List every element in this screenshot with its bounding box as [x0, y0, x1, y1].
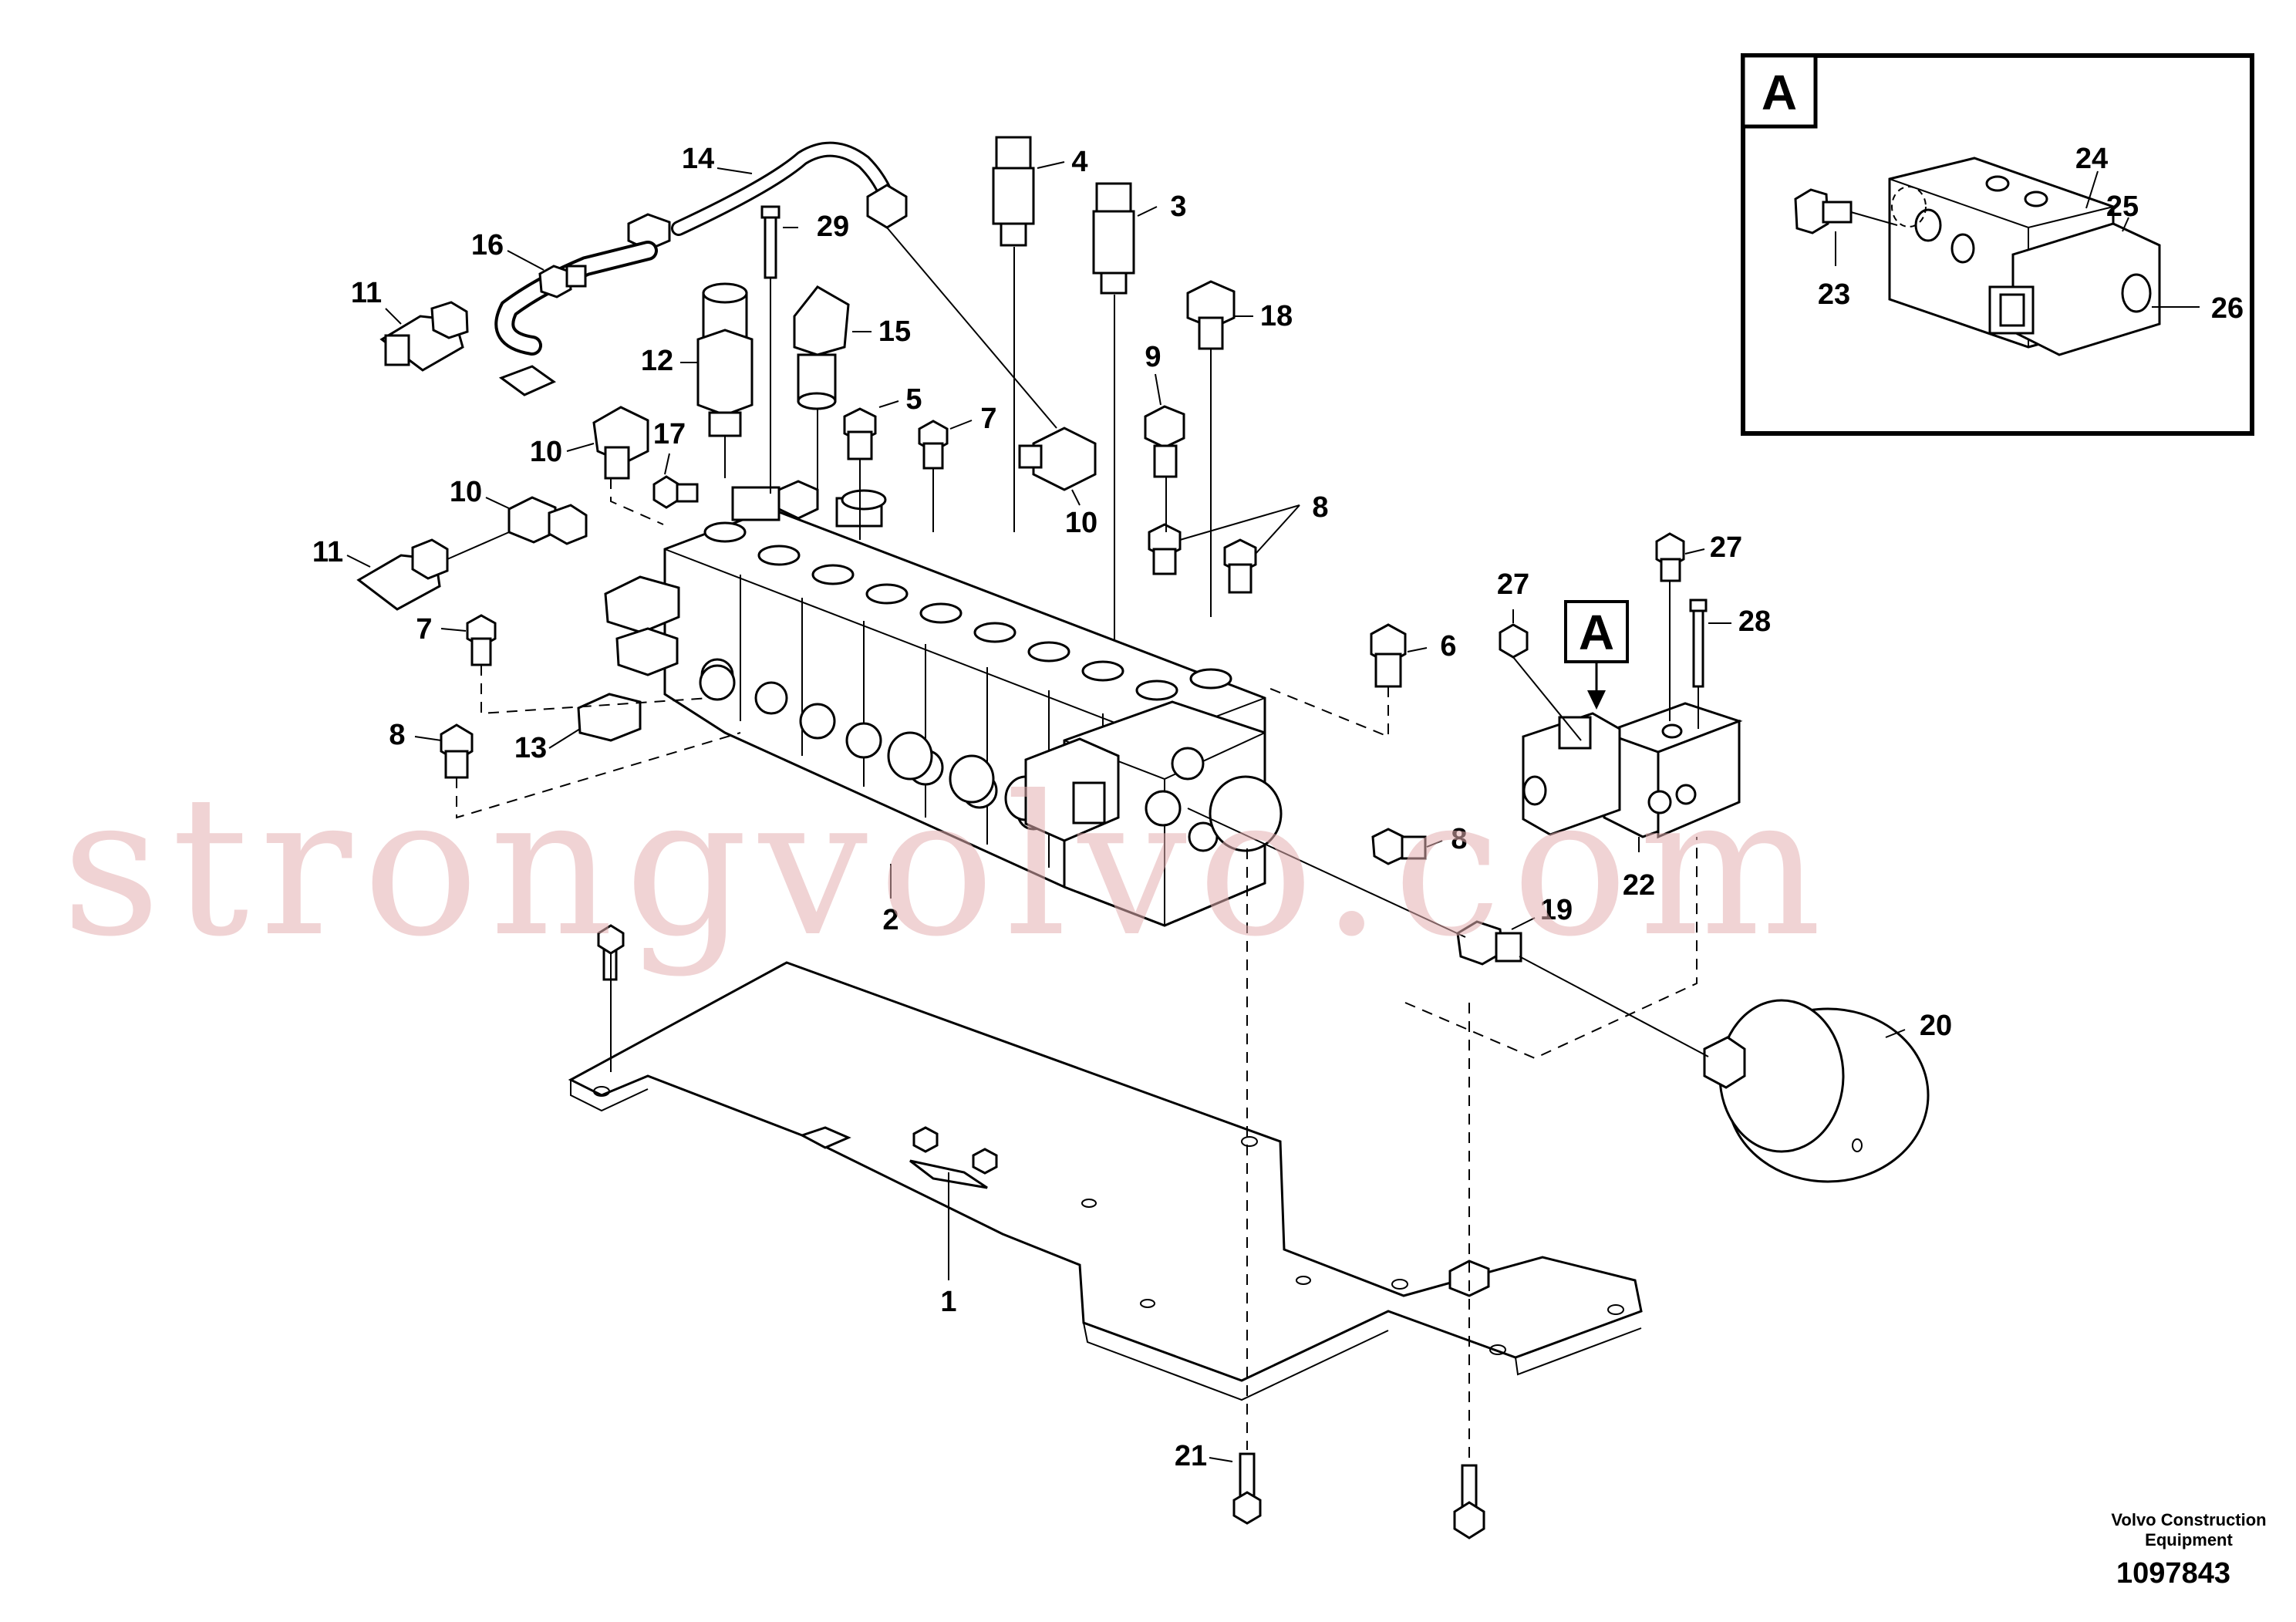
callout-2: 2	[882, 904, 899, 936]
callout-27b: 27	[1710, 531, 1742, 564]
callout-25: 25	[2106, 191, 2139, 223]
pipe-14: 14	[627, 141, 908, 251]
callout-12: 12	[641, 345, 673, 377]
callout-3: 3	[1170, 191, 1186, 223]
adapter-19: 19	[1187, 808, 1573, 966]
nipple-27-left: 27	[1497, 568, 1529, 659]
callout-23: 23	[1818, 278, 1850, 311]
fitting-left-cluster	[604, 575, 736, 701]
credit-line-1: Volvo Construction	[2111, 1510, 2266, 1529]
detail-valve-block	[1888, 157, 2161, 356]
cartridge-15: 15	[793, 285, 911, 410]
callout-28: 28	[1738, 605, 1771, 638]
watermark-text: strongvolvo.com	[62, 754, 1832, 979]
elbow-9: 9	[1144, 341, 1185, 478]
nipple-8-right: 8	[1371, 823, 1468, 865]
nipple-8-pair: 8	[1148, 491, 1329, 594]
elbow-10-lower: 10	[450, 476, 588, 545]
callout-27a: 27	[1497, 568, 1529, 601]
callout-20: 20	[1920, 1010, 1952, 1042]
callout-26: 26	[2211, 292, 2244, 325]
callout-8b: 8	[1312, 491, 1328, 524]
nipple-7-upper: 7	[918, 403, 997, 470]
callout-4: 4	[1071, 146, 1087, 178]
callout-9: 9	[1145, 341, 1161, 373]
callout-5: 5	[905, 383, 922, 416]
detail-a-tag: A	[1762, 65, 1797, 120]
mounting-plate: 1	[568, 961, 1643, 1401]
callout-29: 29	[817, 211, 849, 243]
callout-14: 14	[682, 143, 714, 175]
nipple-7-lower: 7	[416, 613, 497, 666]
adapter-13: 13	[514, 693, 642, 764]
callout-11a: 11	[351, 277, 382, 309]
bolt-right	[1453, 1464, 1485, 1539]
callout-8a: 8	[389, 719, 405, 751]
accumulator-20: 20	[1519, 956, 1952, 1183]
callout-11b: 11	[312, 536, 343, 568]
pointer-a-tag: A	[1579, 605, 1614, 660]
elbow-10-center: 10	[1018, 427, 1097, 539]
callout-7b: 7	[416, 613, 432, 646]
nipple-27-right: 27	[1655, 531, 1742, 582]
callout-6: 6	[1440, 630, 1456, 663]
fitting-16: 16	[471, 229, 587, 298]
detail-a-box: A 24 25 26 23	[1741, 53, 2254, 436]
sensor-11-lower: 11	[312, 531, 510, 611]
elbow-18: 18	[1186, 280, 1293, 350]
plug-17: 17	[652, 418, 699, 509]
valve-4: 4	[992, 136, 1088, 247]
valve-3: 3	[1092, 182, 1187, 295]
control-valve-body: 2	[663, 480, 1283, 936]
callout-16: 16	[471, 229, 504, 261]
callout-8c: 8	[1451, 823, 1467, 855]
sensor-11-upper: 11	[351, 277, 469, 372]
callout-13: 13	[514, 732, 547, 764]
callout-7a: 7	[980, 403, 996, 435]
detail-a-pointer: A	[1564, 600, 1629, 710]
document-number: 1097843	[2116, 1557, 2230, 1590]
nipple-6: 6	[1370, 623, 1457, 688]
callout-21: 21	[1175, 1440, 1207, 1472]
relief-cartridge-12: 12	[641, 282, 754, 437]
callout-10c: 10	[1065, 507, 1097, 539]
elbow-10-upper-left: 10	[530, 406, 649, 480]
callout-22: 22	[1623, 869, 1655, 902]
callout-1: 1	[940, 1286, 956, 1318]
screw-28: 28	[1689, 599, 1771, 688]
screw-29: 29	[760, 205, 849, 279]
callout-17: 17	[653, 418, 686, 450]
callout-24: 24	[2075, 143, 2108, 175]
callout-10b: 10	[450, 476, 482, 508]
nipple-5: 5	[843, 383, 922, 460]
callout-18: 18	[1260, 300, 1293, 332]
callout-19: 19	[1540, 894, 1573, 926]
callout-10a: 10	[530, 436, 562, 468]
assembly-lines	[456, 227, 1699, 1462]
bolt-21: 21	[1175, 1440, 1262, 1525]
callout-15: 15	[878, 315, 911, 348]
credit-line-2: Equipment	[2145, 1530, 2233, 1549]
detail-plug	[1794, 188, 1898, 234]
